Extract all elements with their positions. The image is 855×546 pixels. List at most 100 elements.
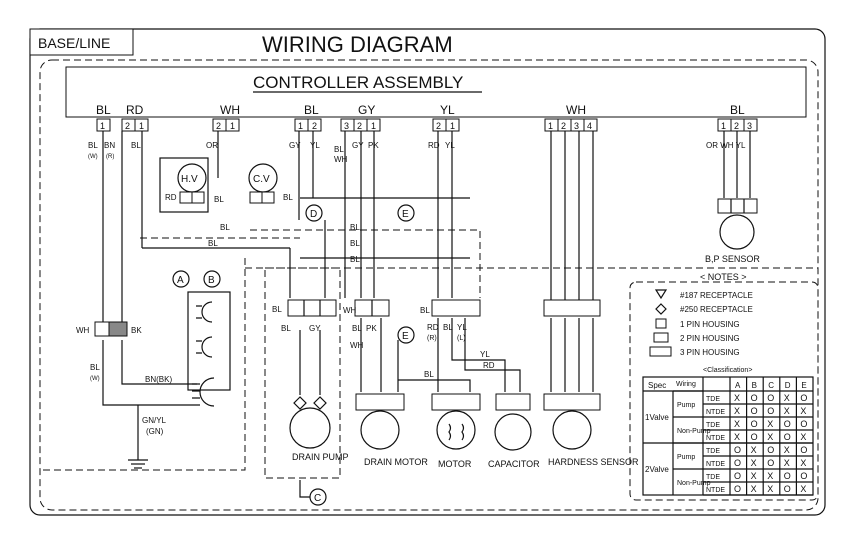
pin-number: 3: [344, 121, 349, 131]
table-cell: X: [734, 432, 740, 442]
table-column-header: C: [768, 381, 774, 390]
capacitor-label: CAPACITOR: [488, 459, 540, 469]
table-wiring-header: Wiring: [676, 381, 696, 388]
notes-title: < NOTES >: [700, 272, 747, 282]
table-cell: O: [734, 484, 741, 494]
pin-number: 2: [561, 121, 566, 131]
wire-label: GY: [309, 324, 321, 333]
pin-number: 2: [125, 121, 130, 131]
drain-motor: WH BL PK WH DRAIN MOTOR: [343, 299, 428, 467]
pin-number: 1: [230, 121, 235, 131]
marker-b-label: B: [208, 275, 215, 286]
table-cell: X: [751, 458, 757, 468]
pin-number: 1: [548, 121, 553, 131]
table-cell: X: [767, 484, 773, 494]
table-cell: O: [784, 432, 791, 442]
table-cell: O: [767, 458, 774, 468]
controller-title: CONTROLLER ASSEMBLY: [253, 73, 463, 92]
table-cell: X: [734, 419, 740, 429]
conn-color-gy: GY: [358, 103, 375, 117]
conn-color-bl-3: BL: [730, 103, 745, 117]
table-pump-label: Pump: [677, 454, 695, 461]
housing-2-icon: [653, 332, 669, 343]
pin-number: 4: [587, 121, 592, 131]
table-cell: O: [751, 406, 758, 416]
motor: BL RD (R) BL YL (L) YL RD BL MOTOR: [420, 299, 495, 469]
wire-label: BL: [281, 324, 291, 333]
pin-number: 1: [371, 121, 376, 131]
table-cell: X: [784, 445, 790, 455]
table-pump-label: Pump: [677, 402, 695, 409]
classification-table: Spec Wiring 1Valve 2Valve Pump Non-Pump …: [642, 376, 814, 496]
cv-valve: C.V: [248, 163, 278, 204]
notes-panel: < NOTES > #187 RECEPTACLE #250 RECEPTACL…: [629, 272, 819, 501]
pin-number: 1: [721, 121, 726, 131]
table-cell: O: [734, 471, 741, 481]
wire-label: BL: [214, 195, 224, 204]
conn-color-wh-2: WH: [566, 103, 586, 117]
table-cell: X: [734, 406, 740, 416]
table-type-label: TDE: [706, 396, 720, 403]
table-cell: O: [751, 393, 758, 403]
wire-label: RD: [165, 193, 177, 202]
wire-label: BL: [424, 370, 434, 379]
marker-e2-label: E: [402, 331, 409, 342]
wire-label: BL: [90, 363, 100, 372]
table-cell: X: [800, 484, 806, 494]
conn-color-wh-1: WH: [220, 103, 240, 117]
classification-title: <Classification>: [703, 367, 752, 374]
wire-label: (GN): [146, 427, 164, 436]
wire-label: BL: [283, 193, 293, 202]
table-cell: O: [767, 445, 774, 455]
table-cell: X: [751, 484, 757, 494]
table-column-header: E: [801, 381, 806, 390]
housing-3-icon: [649, 346, 672, 357]
wire-label: BK: [131, 326, 142, 335]
table-cell: X: [767, 419, 773, 429]
hardness-sensor-label: HARDNESS SENSOR: [548, 457, 639, 467]
table-cell: O: [800, 419, 807, 429]
wire-label: BL: [88, 141, 98, 150]
connector-bl-3: 1 2 3: [717, 118, 758, 132]
inner-dashed-frame: [39, 59, 819, 511]
wire-label: OR WH YL: [706, 141, 746, 150]
hv-label: H.V: [181, 174, 198, 185]
wire-label: YL: [480, 350, 490, 359]
diamond-icon: [655, 303, 667, 315]
connector-gy: 3 2 1: [340, 118, 381, 132]
marker-a: A: [172, 270, 190, 288]
drain-pump: BL BL GY DRAIN PUMP: [272, 299, 349, 462]
pin-number: 2: [216, 121, 221, 131]
pin-number: 2: [312, 121, 317, 131]
drain-pump-label: DRAIN PUMP: [292, 452, 349, 462]
table-cell: O: [784, 471, 791, 481]
table-cell: X: [800, 458, 806, 468]
connector-bl-2: 1 2: [294, 118, 322, 132]
wire-labels-mid: RD BL BL BL BL BL BL BL: [165, 193, 360, 264]
wire-label: WH: [350, 341, 364, 350]
wire-label: BL: [443, 323, 453, 332]
conn-color-bl-2: BL: [304, 103, 319, 117]
left-terminal-block: WH BK BL (W) BN(BK) GN/YL (GN): [76, 321, 172, 436]
wire-label: WH: [343, 306, 357, 315]
note-item: 2 PIN HOUSING: [680, 334, 740, 343]
table-cell: X: [751, 471, 757, 481]
table-cell: O: [800, 471, 807, 481]
conn-color-bl-1: BL: [96, 103, 111, 117]
wires: [102, 131, 751, 469]
table-type-label: NTDE: [706, 461, 725, 468]
table-column-header: A: [735, 381, 741, 390]
table-cell: X: [800, 406, 806, 416]
pin-number: 2: [436, 121, 441, 131]
table-cell: O: [734, 458, 741, 468]
wire-label: WH: [334, 155, 348, 164]
dashed-harness: [40, 229, 818, 479]
table-cell: O: [734, 445, 741, 455]
wire-label: YL: [310, 141, 320, 150]
connector-wh-2: 1 2 3 4: [544, 118, 598, 132]
pin-number: 3: [574, 121, 579, 131]
wire-label: (L): [457, 335, 466, 342]
base-line-label: BASE/LINE: [38, 35, 110, 51]
plug-icons: [187, 291, 231, 407]
table-cell: X: [734, 393, 740, 403]
